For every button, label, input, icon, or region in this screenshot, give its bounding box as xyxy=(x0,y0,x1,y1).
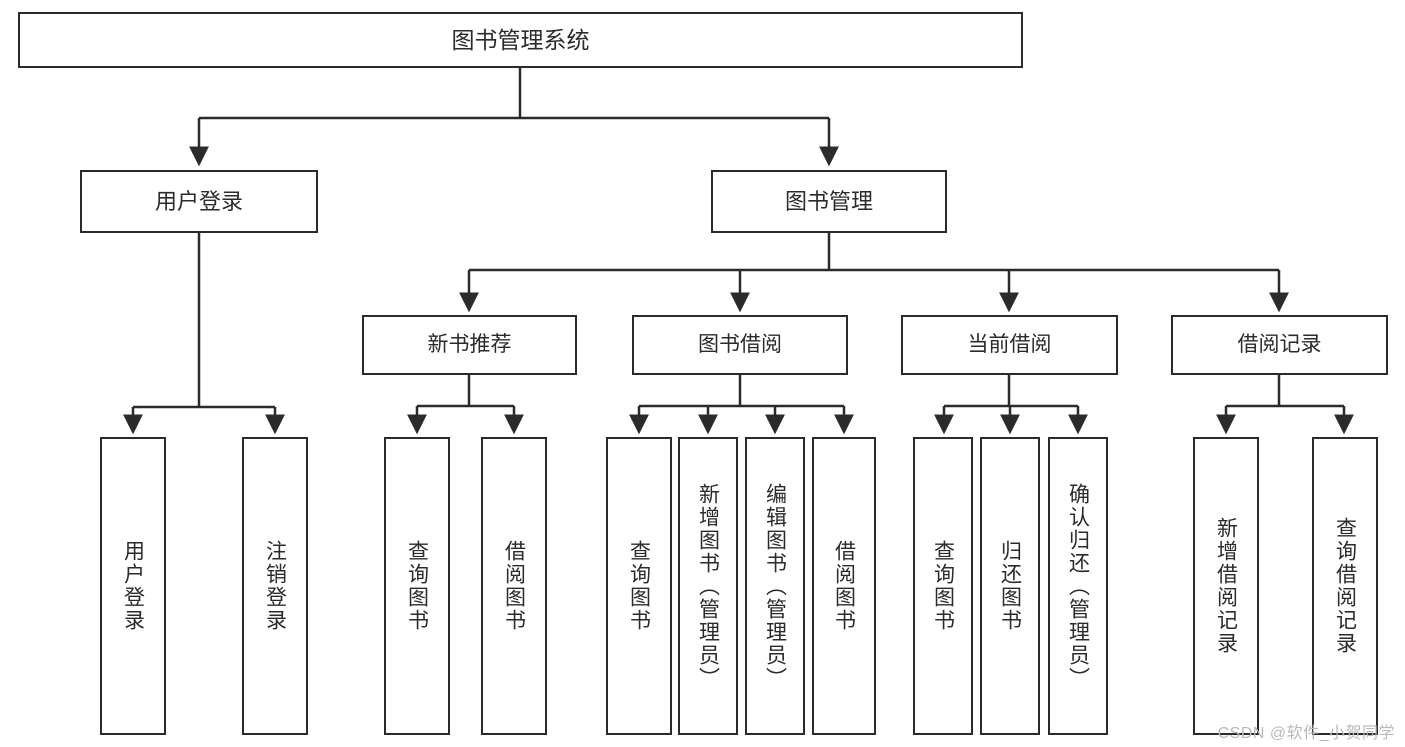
edges-book-borrow xyxy=(629,375,854,435)
leaf-new-book-query-book[interactable]: 查询图书 xyxy=(384,437,450,735)
leaf-borrow-record-add-record[interactable]: 新增借阅记录 xyxy=(1193,437,1259,735)
node-label: 查询图书 xyxy=(405,540,429,632)
leaf-current-borrow-confirm-return-admin[interactable]: 确认归还（管理员） xyxy=(1048,437,1108,735)
node-label: 注销登录 xyxy=(263,540,287,632)
node-label: 用户登录 xyxy=(121,540,145,632)
node-label: 查询图书 xyxy=(627,540,651,632)
node-label: 图书管理系统 xyxy=(451,26,590,53)
node-book-borrow[interactable]: 图书借阅 xyxy=(632,315,848,375)
edges-new-book xyxy=(407,375,524,435)
node-root-book-management-system[interactable]: 图书管理系统 xyxy=(18,12,1023,68)
node-book-management[interactable]: 图书管理 xyxy=(711,170,947,233)
node-label: 确认归还（管理员） xyxy=(1066,482,1090,690)
node-label: 编辑图书（管理员） xyxy=(763,482,787,690)
node-label: 借阅图书 xyxy=(832,540,856,632)
node-borrow-record[interactable]: 借阅记录 xyxy=(1171,315,1388,375)
node-label: 新增图书（管理员） xyxy=(696,482,720,690)
leaf-new-book-borrow-book[interactable]: 借阅图书 xyxy=(481,437,547,735)
node-label: 用户登录 xyxy=(154,188,243,214)
leaf-current-borrow-query-book[interactable]: 查询图书 xyxy=(913,437,973,735)
edges-current-borrow xyxy=(934,375,1088,435)
leaf-book-borrow-borrow-book[interactable]: 借阅图书 xyxy=(812,437,876,735)
leaf-book-borrow-edit-book-admin[interactable]: 编辑图书（管理员） xyxy=(745,437,805,735)
node-label: 借阅记录 xyxy=(1237,332,1322,356)
node-label: 新增借阅记录 xyxy=(1214,517,1238,655)
node-label: 借阅图书 xyxy=(502,540,526,632)
node-label: 查询图书 xyxy=(931,540,955,632)
leaf-book-borrow-add-book-admin[interactable]: 新增图书（管理员） xyxy=(678,437,738,735)
node-new-book-recommend[interactable]: 新书推荐 xyxy=(362,315,577,375)
edges-root xyxy=(189,68,839,167)
leaf-user-login-login[interactable]: 用户登录 xyxy=(100,437,166,735)
edges-book-manage xyxy=(459,233,1289,313)
leaf-borrow-record-query-record[interactable]: 查询借阅记录 xyxy=(1312,437,1378,735)
node-label: 查询借阅记录 xyxy=(1333,517,1357,655)
edges-user-login xyxy=(123,233,285,435)
leaf-book-borrow-query-book[interactable]: 查询图书 xyxy=(606,437,672,735)
node-label: 图书借阅 xyxy=(698,332,782,356)
node-user-login[interactable]: 用户登录 xyxy=(80,170,318,233)
node-label: 归还图书 xyxy=(998,540,1022,632)
node-label: 图书管理 xyxy=(784,188,873,214)
node-label: 新书推荐 xyxy=(427,332,512,356)
node-current-borrow[interactable]: 当前借阅 xyxy=(901,315,1118,375)
edges-borrow-record xyxy=(1216,375,1354,435)
leaf-current-borrow-return-book[interactable]: 归还图书 xyxy=(980,437,1040,735)
leaf-user-login-logout[interactable]: 注销登录 xyxy=(242,437,308,735)
node-label: 当前借阅 xyxy=(967,332,1052,356)
